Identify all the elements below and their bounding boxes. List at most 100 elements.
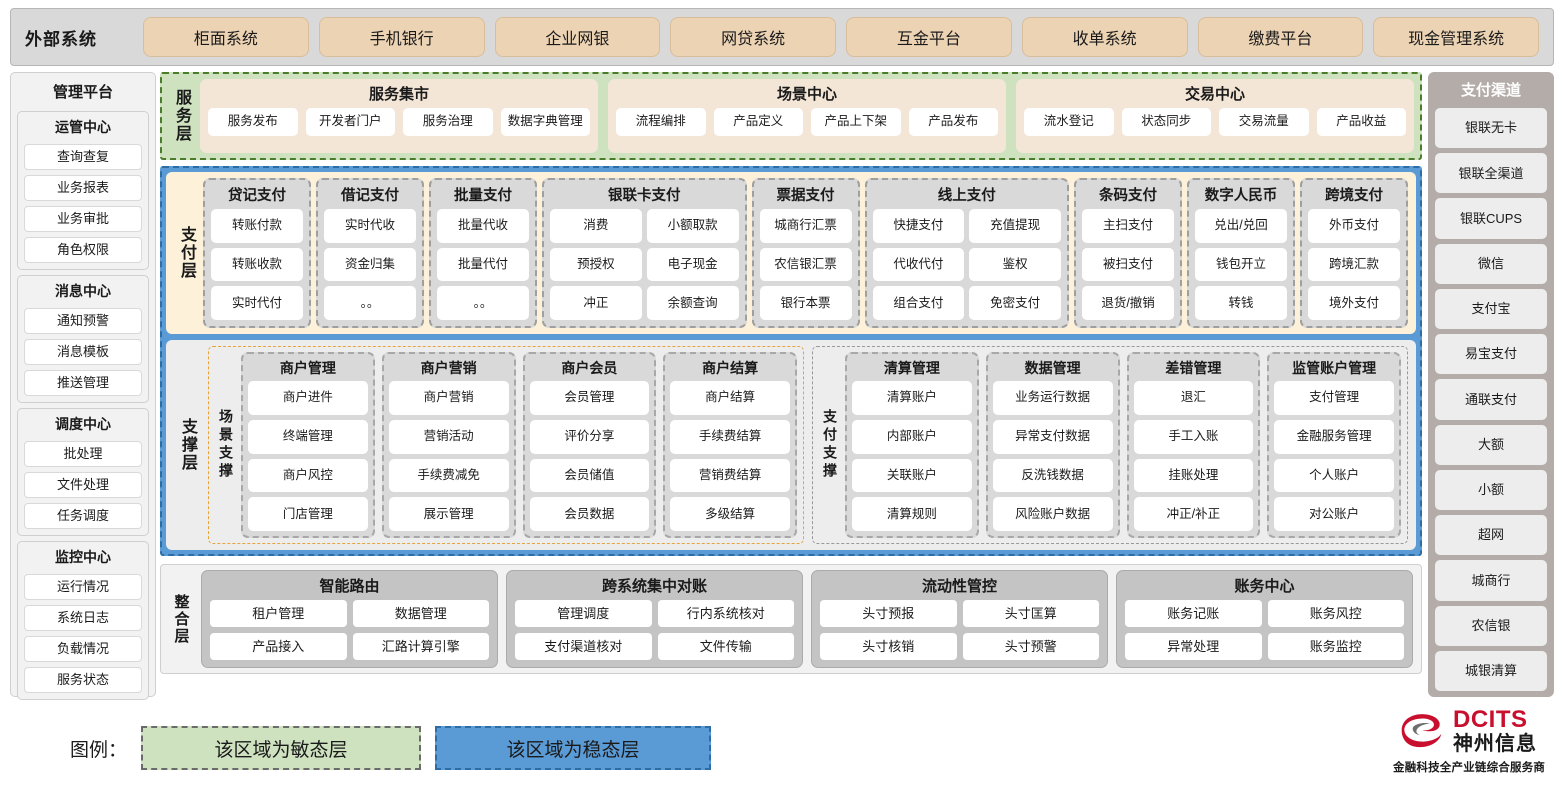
management-item[interactable]: 推送管理 <box>24 370 142 396</box>
payment-item[interactable]: 组合支付 <box>872 286 965 320</box>
support-item[interactable]: 会员储值 <box>529 458 650 493</box>
payment-channel-item[interactable]: 超网 <box>1435 515 1547 556</box>
support-item[interactable]: 营销费结算 <box>670 458 790 493</box>
support-item[interactable]: 反洗钱数据 <box>992 458 1113 493</box>
management-item[interactable]: 批处理 <box>24 441 142 467</box>
external-system-item[interactable]: 手机银行 <box>318 17 485 57</box>
payment-channel-item[interactable]: 大额 <box>1435 424 1547 465</box>
service-item[interactable]: 流程编排 <box>616 108 706 136</box>
support-item[interactable]: 风险账户数据 <box>992 497 1113 531</box>
integration-item[interactable]: 账务记账 <box>1125 600 1262 627</box>
payment-item[interactable]: 实时代付 <box>211 286 303 320</box>
integration-item[interactable]: 头寸核销 <box>820 633 957 660</box>
management-item[interactable]: 业务审批 <box>24 206 142 232</box>
payment-item[interactable]: 转钱 <box>1195 286 1288 320</box>
support-item[interactable]: 评价分享 <box>529 419 650 454</box>
support-item[interactable]: 商户风控 <box>248 458 368 493</box>
service-item[interactable]: 服务治理 <box>403 108 493 136</box>
support-item[interactable]: 商户结算 <box>670 381 790 415</box>
support-item[interactable]: 清算规则 <box>852 497 972 531</box>
service-item[interactable]: 产品上下架 <box>811 108 901 136</box>
management-item[interactable]: 文件处理 <box>24 472 142 498</box>
external-system-item[interactable]: 现金管理系统 <box>1373 17 1539 57</box>
support-item[interactable]: 会员管理 <box>529 381 650 415</box>
payment-channel-item[interactable]: 易宝支付 <box>1435 334 1547 375</box>
payment-channel-item[interactable]: 银联CUPS <box>1435 198 1547 239</box>
payment-item[interactable]: 批量代付 <box>436 247 529 282</box>
payment-item[interactable]: 境外支付 <box>1308 286 1401 320</box>
payment-item[interactable]: 代收代付 <box>872 247 965 282</box>
payment-channel-item[interactable]: 银联无卡 <box>1435 108 1547 149</box>
support-item[interactable]: 冲正/补正 <box>1133 497 1254 531</box>
support-item[interactable]: 会员数据 <box>529 497 650 531</box>
integration-item[interactable]: 异常处理 <box>1125 633 1262 660</box>
service-item[interactable]: 产品发布 <box>908 108 998 136</box>
external-system-item[interactable]: 柜面系统 <box>143 17 309 57</box>
payment-item[interactable]: 城商行汇票 <box>759 209 852 243</box>
payment-item[interactable]: 外币支付 <box>1308 209 1401 243</box>
payment-channel-item[interactable]: 银联全渠道 <box>1435 153 1547 194</box>
payment-item[interactable]: 被扫支付 <box>1082 247 1175 282</box>
service-item[interactable]: 状态同步 <box>1121 108 1211 136</box>
integration-item[interactable]: 账务风控 <box>1267 600 1404 627</box>
management-item[interactable]: 消息模板 <box>24 339 142 365</box>
support-item[interactable]: 关联账户 <box>852 458 972 493</box>
integration-item[interactable]: 头寸预警 <box>962 633 1099 660</box>
payment-item[interactable]: 跨境汇款 <box>1308 247 1401 282</box>
payment-channel-item[interactable]: 通联支付 <box>1435 379 1547 420</box>
management-item[interactable]: 任务调度 <box>24 503 142 529</box>
integration-item[interactable]: 行内系统核对 <box>657 600 794 627</box>
management-item[interactable]: 负载情况 <box>24 636 142 662</box>
payment-item[interactable]: 电子现金 <box>646 247 739 282</box>
payment-item[interactable]: 转账付款 <box>211 209 303 243</box>
payment-item[interactable]: 批量代收 <box>436 209 529 243</box>
integration-item[interactable]: 产品接入 <box>210 633 347 660</box>
support-item[interactable]: 对公账户 <box>1274 497 1394 531</box>
management-item[interactable]: 服务状态 <box>24 667 142 693</box>
payment-item[interactable]: 退货/撤销 <box>1082 286 1175 320</box>
management-item[interactable]: 角色权限 <box>24 237 142 263</box>
integration-item[interactable]: 汇路计算引擎 <box>352 633 489 660</box>
integration-item[interactable]: 管理调度 <box>515 600 652 627</box>
support-item[interactable]: 挂账处理 <box>1133 458 1254 493</box>
service-item[interactable]: 流水登记 <box>1024 108 1114 136</box>
payment-item[interactable]: 余额查询 <box>646 286 739 320</box>
support-item[interactable]: 手续费结算 <box>670 419 790 454</box>
payment-item[interactable]: 银行本票 <box>759 286 852 320</box>
external-system-item[interactable]: 企业网银 <box>494 17 661 57</box>
integration-item[interactable]: 头寸匡算 <box>962 600 1099 627</box>
management-item[interactable]: 业务报表 <box>24 175 142 201</box>
integration-item[interactable]: 支付渠道核对 <box>515 633 652 660</box>
management-item[interactable]: 查询查复 <box>24 144 142 170</box>
service-item[interactable]: 数据字典管理 <box>500 108 590 136</box>
payment-channel-item[interactable]: 微信 <box>1435 243 1547 284</box>
payment-channel-item[interactable]: 城银清算 <box>1435 650 1547 692</box>
integration-item[interactable]: 租户管理 <box>210 600 347 627</box>
management-item[interactable]: 通知预警 <box>24 308 142 334</box>
payment-item[interactable]: 消费 <box>549 209 642 243</box>
payment-item[interactable]: 充值提现 <box>969 209 1062 243</box>
service-item[interactable]: 产品收益 <box>1316 108 1406 136</box>
external-system-item[interactable]: 收单系统 <box>1021 17 1188 57</box>
payment-item[interactable]: 预授权 <box>549 247 642 282</box>
payment-item[interactable]: 。。 <box>436 286 529 320</box>
support-item[interactable]: 支付管理 <box>1274 381 1394 415</box>
payment-item[interactable]: 实时代收 <box>323 209 416 243</box>
integration-item[interactable]: 头寸预报 <box>820 600 957 627</box>
support-item[interactable]: 多级结算 <box>670 497 790 531</box>
service-item[interactable]: 服务发布 <box>208 108 298 136</box>
payment-item[interactable]: 。。 <box>323 286 416 320</box>
payment-channel-item[interactable]: 城商行 <box>1435 560 1547 601</box>
payment-item[interactable]: 免密支付 <box>969 286 1062 320</box>
service-item[interactable]: 交易流量 <box>1219 108 1309 136</box>
external-system-item[interactable]: 缴费平台 <box>1197 17 1364 57</box>
external-system-item[interactable]: 互金平台 <box>846 17 1012 57</box>
support-item[interactable]: 清算账户 <box>852 381 972 415</box>
support-item[interactable]: 商户进件 <box>248 381 368 415</box>
payment-item[interactable]: 主扫支付 <box>1082 209 1175 243</box>
payment-item[interactable]: 鉴权 <box>969 247 1062 282</box>
support-item[interactable]: 商户营销 <box>388 381 509 415</box>
support-item[interactable]: 金融服务管理 <box>1274 419 1394 454</box>
support-item[interactable]: 终端管理 <box>248 419 368 454</box>
management-item[interactable]: 系统日志 <box>24 605 142 631</box>
